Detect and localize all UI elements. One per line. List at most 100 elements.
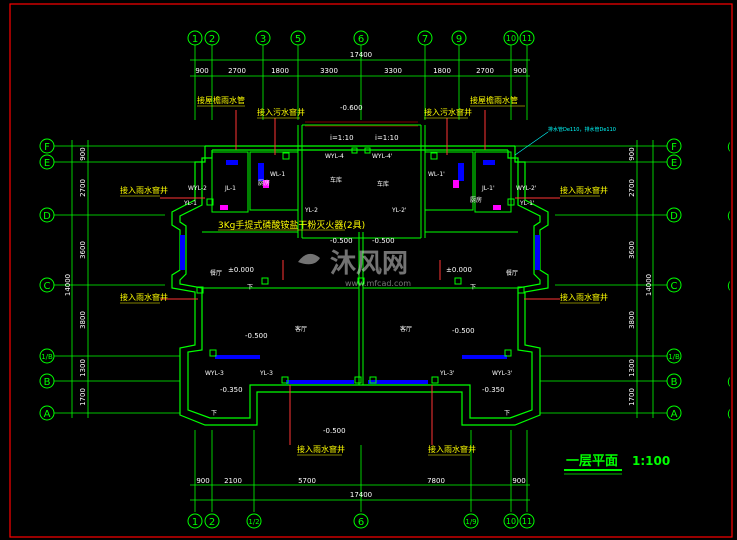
level-top: -0.600 bbox=[340, 104, 363, 112]
axis-bubble-left-1B: 1/B bbox=[39, 348, 55, 364]
room-garage-right: 车库 bbox=[377, 180, 389, 188]
fixtures bbox=[220, 180, 501, 210]
right-axis-bubbles: F E D C 1/B B A ( ( ( ( ( bbox=[666, 138, 731, 421]
axis-label: 1/2 bbox=[248, 518, 259, 526]
axis-label: C bbox=[671, 281, 678, 292]
axis-bubble-left-E: E bbox=[39, 154, 55, 170]
axis-label: 2 bbox=[209, 517, 215, 528]
axis-label: E bbox=[671, 158, 677, 169]
room-hall-right: 客厅 bbox=[400, 325, 412, 333]
axis-bubble-bottom-1-2: 1/2 bbox=[246, 513, 262, 529]
axis-bubble-top-2: 2 bbox=[204, 30, 220, 46]
tag-yl1-right: YL-1' bbox=[519, 200, 535, 207]
axis-bubble-bottom-10: 10 bbox=[503, 513, 519, 529]
dim-text: 1300 bbox=[628, 359, 636, 377]
dim-text: 3600 bbox=[628, 241, 636, 259]
ramp-hatch bbox=[305, 121, 418, 127]
stair-down-bl: 下 bbox=[211, 410, 217, 417]
axis-label: 1 bbox=[192, 34, 198, 45]
axis-label: 1 bbox=[192, 517, 198, 528]
axis-bubble-bottom-2: 2 bbox=[204, 513, 220, 529]
axis-bubble-right-E: E bbox=[666, 154, 682, 170]
left-axis-lines bbox=[54, 140, 205, 418]
level-mid-left: -0.500 bbox=[330, 237, 353, 245]
room-garage-left: 车库 bbox=[330, 176, 342, 184]
watermark: 沐风网 www.mfcad.com bbox=[298, 249, 411, 288]
tag-jl1-right: JL-1' bbox=[481, 185, 495, 192]
note-leader bbox=[514, 131, 549, 156]
dim-text: 3300 bbox=[320, 67, 338, 75]
level-left: -0.500 bbox=[245, 332, 268, 340]
label-rain-right-1: 接入雨水窨井 bbox=[560, 185, 608, 195]
axis-bubble-top-9: 9 bbox=[451, 30, 467, 46]
right-axis-lines bbox=[515, 140, 667, 418]
axis-label: 11 bbox=[522, 517, 532, 526]
room-foyer-left: 餐厅 bbox=[210, 269, 222, 277]
axis-label: A bbox=[44, 409, 51, 420]
axis-bubble-right-D: D bbox=[666, 207, 682, 223]
top-total-dim: 17400 bbox=[350, 51, 372, 59]
axis-bubble-top-6: 6 bbox=[353, 30, 369, 46]
axis-label: 10 bbox=[506, 517, 516, 526]
axis-label: 1/B bbox=[668, 353, 680, 361]
label-sewer-right: 接入污水窨井 bbox=[424, 107, 472, 117]
axis-bubble-bottom-6: 6 bbox=[353, 513, 369, 529]
axis-bubble-left-B: B bbox=[39, 373, 55, 389]
axis-fragment: ( bbox=[727, 377, 731, 388]
room-kitchen-left: 厨房 bbox=[258, 179, 270, 187]
left-total-dim: 14000 bbox=[64, 274, 72, 296]
drawing-frame bbox=[9, 3, 733, 538]
tag-yl2-left: YL-2 bbox=[304, 207, 318, 214]
label-rain-bottom-right: 接入雨水窨井 bbox=[428, 444, 476, 454]
label-roof-drain-left: 接屋檐雨水管 bbox=[197, 95, 245, 105]
axis-label: F bbox=[671, 142, 677, 153]
right-dim-texts: 14000 900 2700 3600 3800 1300 1700 bbox=[628, 147, 653, 406]
level-bl: -0.350 bbox=[220, 386, 243, 394]
bottom-total-dim: 17400 bbox=[350, 491, 372, 499]
drain-labels: 接屋檐雨水管 接入污水窨井 接屋檐雨水管 接入污水窨井 接入雨水窨井 接入雨水窨… bbox=[120, 95, 608, 454]
axis-bubble-top-1: 1 bbox=[187, 30, 203, 46]
top-axis-bubbles: 1 2 3 5 6 7 9 10 11 bbox=[187, 30, 535, 46]
tag-wl1-right: WL-1' bbox=[428, 171, 445, 178]
dim-text: 1700 bbox=[628, 388, 636, 406]
axis-bubble-top-11: 11 bbox=[519, 30, 535, 46]
drain-note: 排水管De110，排水管De110 bbox=[548, 126, 616, 133]
tag-wyl4-left: WYL-4 bbox=[325, 153, 344, 160]
level-bottom: -0.500 bbox=[323, 427, 346, 435]
axis-bubble-bottom-1-9: 1/9 bbox=[463, 513, 479, 529]
axis-bubble-left-F: F bbox=[39, 138, 55, 154]
dim-text: 900 bbox=[195, 67, 208, 75]
dim-text: 3800 bbox=[628, 311, 636, 329]
axis-label: 6 bbox=[358, 517, 364, 528]
axis-label: 11 bbox=[522, 34, 532, 43]
label-sewer-left: 接入污水窨井 bbox=[257, 107, 305, 117]
right-total-dim: 14000 bbox=[645, 274, 653, 296]
tag-wl1-left: WL-1 bbox=[270, 171, 285, 178]
axis-label: 6 bbox=[358, 34, 364, 45]
dim-text: 1800 bbox=[433, 67, 451, 75]
axis-bubble-top-10: 10 bbox=[503, 30, 519, 46]
dim-text: 900 bbox=[196, 477, 209, 485]
axis-label: 2 bbox=[209, 34, 215, 45]
axis-bubble-right-1B: 1/B bbox=[666, 348, 682, 364]
dim-text: 1300 bbox=[79, 359, 87, 377]
tag-yl3-left: YL-3 bbox=[259, 370, 273, 377]
slope-left: i=1:10 bbox=[330, 134, 354, 142]
axis-label: D bbox=[670, 211, 678, 222]
axis-label: 7 bbox=[422, 34, 428, 45]
room-kitchen-right: 厨房 bbox=[470, 196, 482, 204]
dim-text: 900 bbox=[513, 67, 526, 75]
axis-fragment: ( bbox=[727, 409, 731, 420]
level-mid-right: -0.500 bbox=[372, 237, 395, 245]
axis-label: 10 bbox=[506, 34, 516, 43]
axis-bubble-bottom-1: 1 bbox=[187, 513, 203, 529]
dim-text: 7800 bbox=[427, 477, 445, 485]
axis-label: B bbox=[44, 377, 51, 388]
text-leaders bbox=[120, 105, 600, 456]
dim-text: 900 bbox=[512, 477, 525, 485]
watermark-url: www.mfcad.com bbox=[345, 279, 411, 288]
axis-fragment: ( bbox=[727, 211, 731, 222]
axis-label: A bbox=[671, 409, 678, 420]
axis-label: E bbox=[44, 158, 50, 169]
